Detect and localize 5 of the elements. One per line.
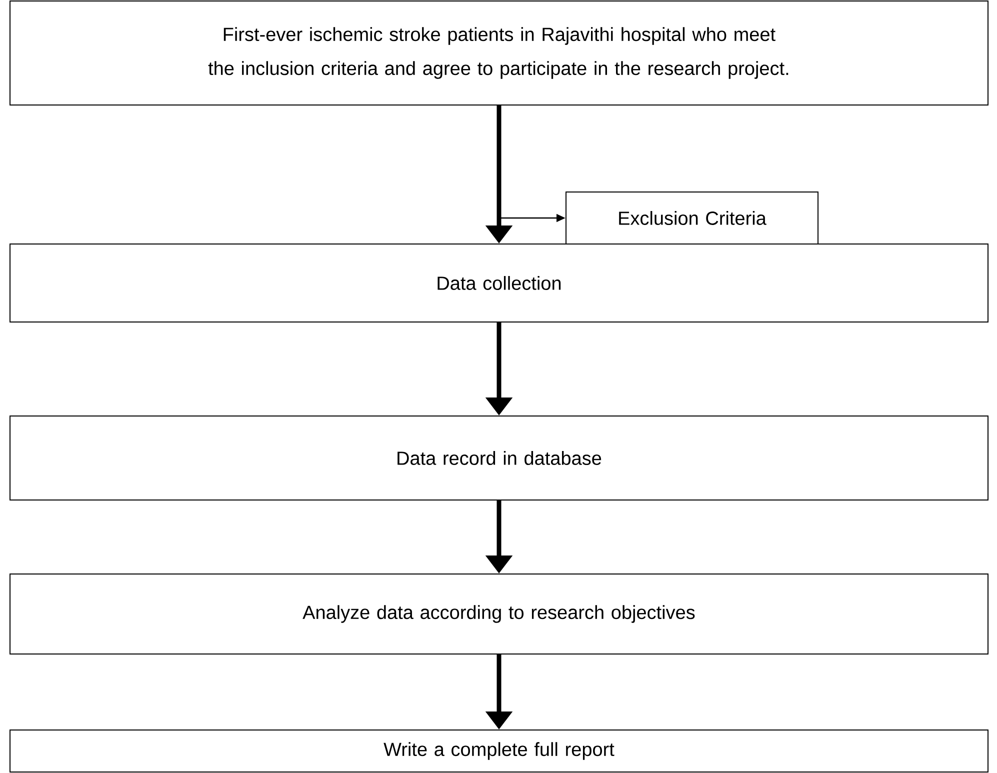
- process-box: Write a complete full report: [10, 730, 988, 772]
- process-box: First-ever ischemic stroke patients in Rajavithi hospital who meet the inclusion criteria and agree to participate in the research project.: [10, 0, 988, 106]
- exclusion-box: Exclusion Criteria: [566, 192, 818, 244]
- process-box: Analyze data according to research objectives: [10, 574, 988, 654]
- process-box: Data record in database: [10, 416, 988, 500]
